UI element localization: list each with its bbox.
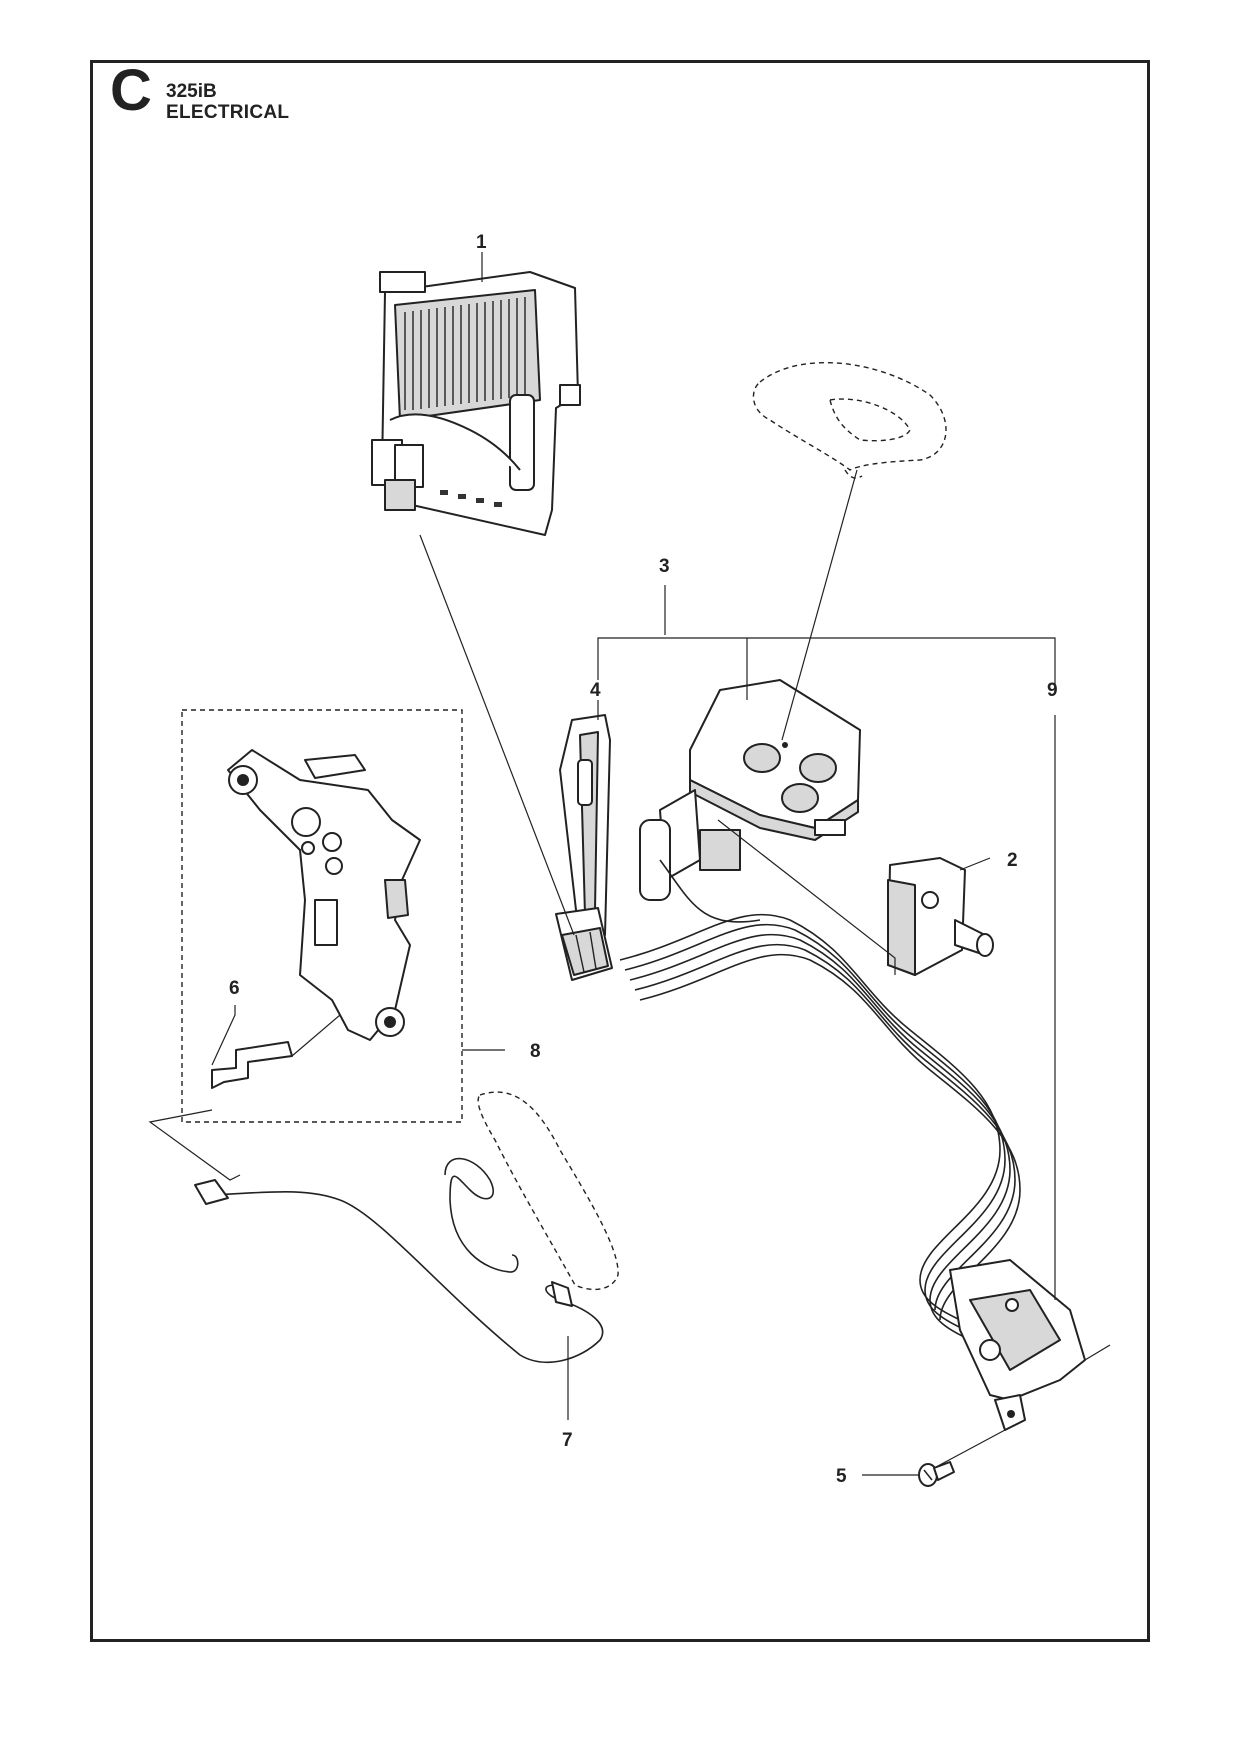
wire-harness [619, 859, 1021, 1341]
callout-1: 1 [476, 232, 487, 253]
part-7-wire[interactable] [194, 1157, 604, 1363]
drawing-frame [90, 60, 1150, 1642]
kit-8-box [181, 709, 463, 1123]
callout-8: 8 [530, 1041, 541, 1062]
part-2-switch[interactable] [887, 857, 994, 976]
callout-9: 9 [1047, 680, 1058, 701]
callout-5: 5 [836, 1466, 847, 1487]
leader-lines [148, 252, 1056, 1476]
part-6-wire-spring[interactable] [211, 1014, 341, 1089]
model-label: 325iB [166, 81, 217, 102]
part-8-bracket[interactable] [227, 749, 421, 1041]
callout-4: 4 [590, 680, 601, 701]
callout-6: 6 [229, 978, 240, 999]
part-3-switch-assembly[interactable] [639, 679, 861, 901]
part-5-screw[interactable] [918, 1461, 955, 1487]
part-1-control-unit[interactable] [371, 271, 581, 536]
phantom-cover [752, 361, 947, 479]
callout-3: 3 [659, 556, 670, 577]
phantom-bracket [477, 1091, 619, 1291]
part-4-clip[interactable] [559, 714, 611, 949]
section-title: ELECTRICAL [166, 102, 290, 123]
section-letter: C [110, 58, 152, 123]
callout-2: 2 [1007, 850, 1018, 871]
callout-7: 7 [562, 1430, 573, 1451]
trigger-switch[interactable] [949, 1259, 1111, 1431]
